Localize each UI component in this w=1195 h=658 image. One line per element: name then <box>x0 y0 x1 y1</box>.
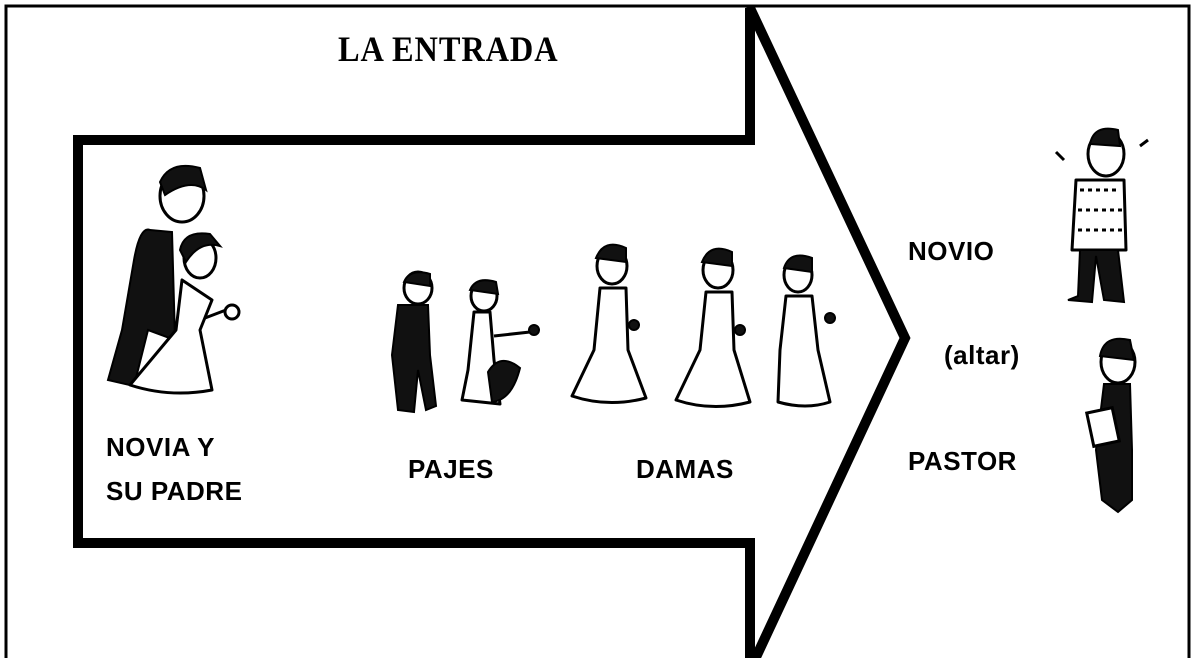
groom-label: NOVIO <box>908 236 995 266</box>
pastor-figure <box>1084 337 1137 514</box>
bride-and-father-figure <box>106 164 241 395</box>
bride-label-line1: NOVIA Y <box>106 432 215 462</box>
groom-figure <box>1054 127 1149 304</box>
bridesmaids-label: DAMAS <box>636 454 734 484</box>
diagram-title: LA ENTRADA <box>338 29 559 69</box>
pages-figure <box>390 270 540 414</box>
pages-label: PAJES <box>408 454 494 484</box>
bridesmaids-figure <box>570 243 836 409</box>
outer-frame <box>4 4 1191 658</box>
altar-label: (altar) <box>944 340 1020 370</box>
bride-label-line2: SU PADRE <box>106 476 243 506</box>
pastor-label: PASTOR <box>908 446 1017 476</box>
